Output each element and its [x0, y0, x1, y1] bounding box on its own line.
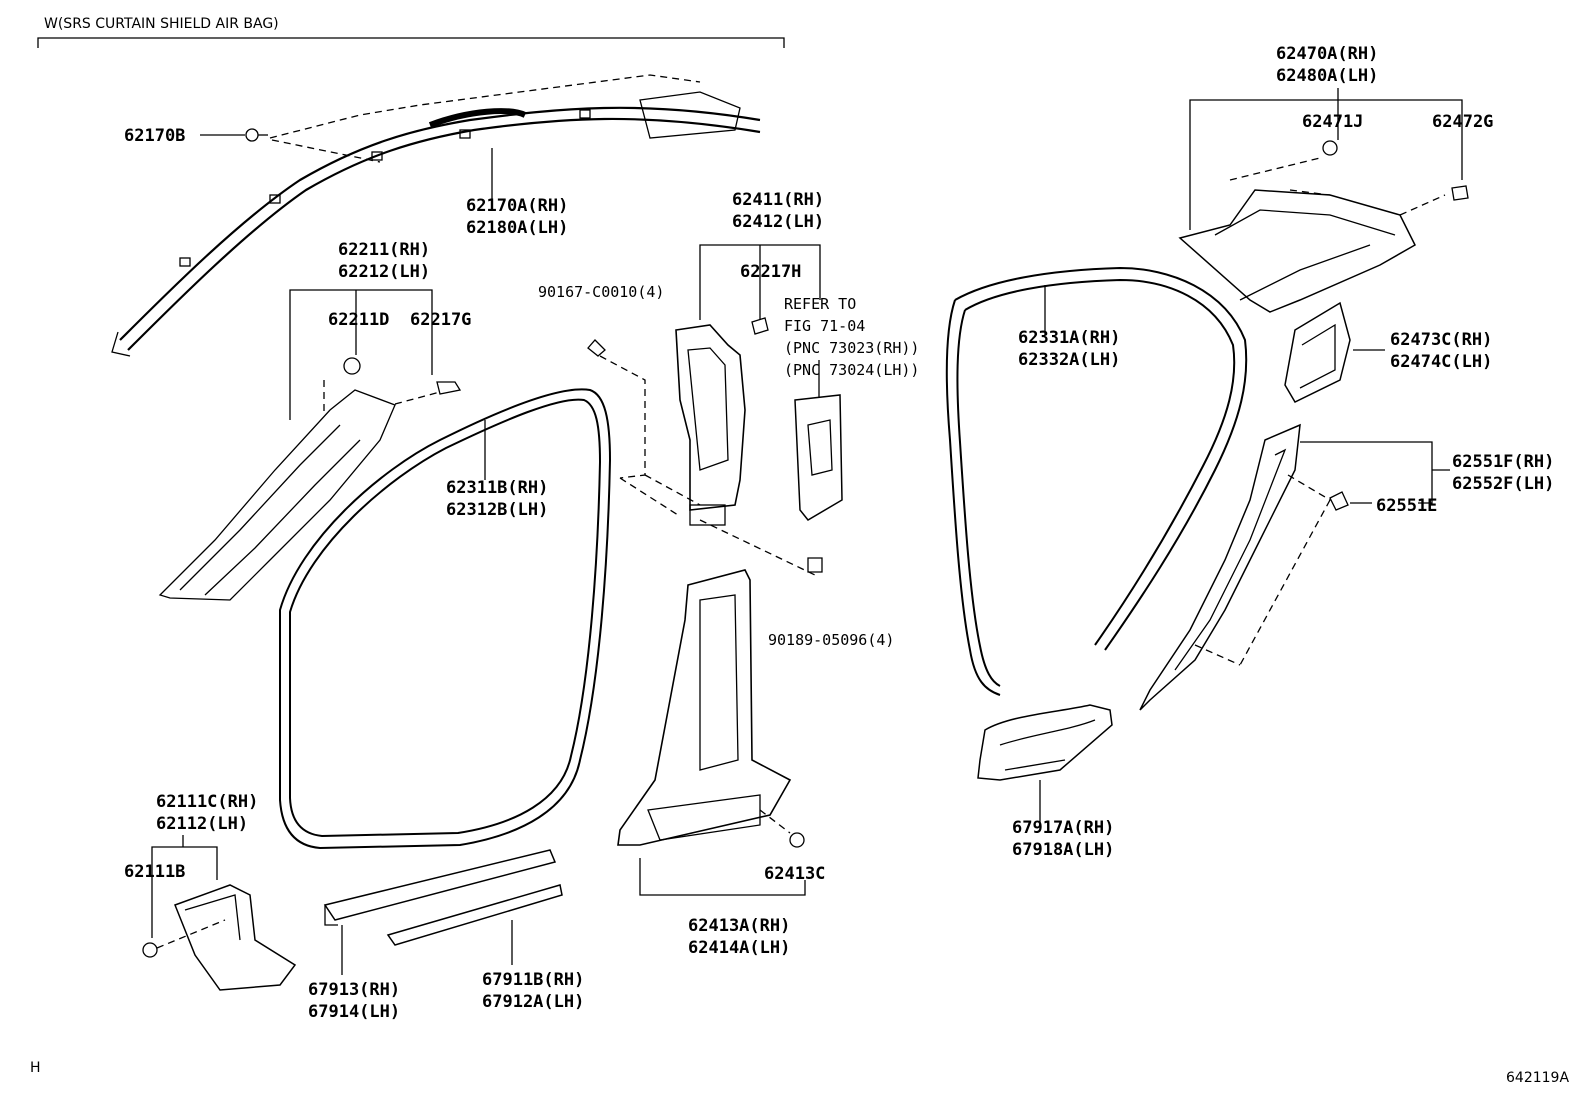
callout-62551E: 62551E: [1376, 496, 1438, 516]
callout-62474C: 62474C(LH): [1390, 352, 1493, 372]
curtain-airbag-part: [111, 91, 761, 357]
callout-67911B: 67911B(RH): [482, 970, 585, 990]
callout-62112: 62112(LH): [156, 814, 249, 834]
callout-62414A: 62414A(LH): [688, 938, 791, 958]
clip-62217G: [436, 381, 462, 395]
callout-62111B: 62111B: [124, 862, 186, 882]
callout-62480A: 62480A(LH): [1276, 66, 1379, 86]
callout-62217G: 62217G: [410, 310, 472, 330]
clip-62413C: [789, 832, 805, 848]
clip-62551E: [1329, 491, 1349, 511]
roof-side-garnish-part: [1178, 189, 1416, 313]
callout-62217H: 62217H: [740, 262, 802, 282]
callout-62551F: 62551F(RH): [1452, 452, 1555, 472]
callout-62413A: 62413A(RH): [688, 916, 791, 936]
callout-62472G: 62472G: [1432, 112, 1494, 132]
callout-67913: 67913(RH): [308, 980, 401, 1000]
scuff-plate-front: [323, 849, 557, 926]
callout-90167: 90167-C0010(4): [538, 283, 665, 301]
refer-note-line1: REFER TO: [784, 295, 857, 313]
refer-note-line3: (PNC 73023(RH)): [784, 339, 920, 357]
clip-62471J: [1322, 140, 1338, 156]
callout-62111C: 62111C(RH): [156, 792, 259, 812]
callout-62413C: 62413C: [764, 864, 826, 884]
callout-62311B: 62311B(RH): [446, 478, 549, 498]
clip-62472G: [1451, 185, 1469, 201]
clip-62111B: [142, 942, 158, 958]
clip-62211D: [343, 357, 361, 375]
callout-62211: 62211(RH): [338, 240, 431, 260]
header-condition: W(SRS CURTAIN SHIELD AIR BAG): [44, 16, 279, 32]
callout-62411: 62411(RH): [732, 190, 825, 210]
callout-62470A: 62470A(RH): [1276, 44, 1379, 64]
clip-90189: [807, 557, 823, 573]
quarter-scuff-plate-part: [977, 704, 1113, 781]
refer-note-line2: FIG 71-04: [784, 317, 866, 335]
callout-67918A: 67918A(LH): [1012, 840, 1115, 860]
callout-62331A: 62331A(RH): [1018, 328, 1121, 348]
b-pillar-lower-part: [617, 569, 792, 846]
clip-62217H: [751, 317, 769, 335]
clip-62170B: [245, 128, 268, 142]
quarter-trim-bracket-part: [1284, 301, 1351, 403]
callout-62211D: 62211D: [328, 310, 390, 330]
b-pillar-upper-part: [675, 324, 746, 526]
airbag-dashed-outline: [269, 74, 701, 139]
callout-62170B: 62170B: [124, 126, 186, 146]
figure-id: 642119A: [1506, 1070, 1570, 1086]
door-weatherstrip-rear: [945, 266, 1248, 696]
callout-62180A: 62180A(LH): [466, 218, 569, 238]
clip-90167: [587, 339, 606, 357]
cowl-side-trim-part: [174, 884, 297, 991]
header-bracket: [37, 37, 785, 48]
callout-67912A: 67912A(LH): [482, 992, 585, 1012]
callout-67914: 67914(LH): [308, 1002, 401, 1022]
callout-62312B: 62312B(LH): [446, 500, 549, 520]
callout-67917A: 67917A(RH): [1012, 818, 1115, 838]
callout-62332A: 62332A(LH): [1018, 350, 1121, 370]
callout-90189: 90189-05096(4): [768, 631, 895, 649]
callout-62552F: 62552F(LH): [1452, 474, 1555, 494]
scuff-plate-inner: [386, 884, 563, 946]
callout-62473C: 62473C(RH): [1390, 330, 1493, 350]
door-weatherstrip-front: [279, 388, 612, 850]
callout-62471J: 62471J: [1302, 112, 1364, 132]
a-pillar-garnish-part: [158, 389, 396, 601]
rear-quarter-trim-part: [1139, 423, 1301, 711]
refer-note-line4: (PNC 73024(LH)): [784, 361, 920, 379]
callout-62412: 62412(LH): [732, 212, 825, 232]
seatbelt-adjuster-part: [794, 394, 843, 521]
corner-mark: H: [30, 1060, 41, 1076]
callout-62170A: 62170A(RH): [466, 196, 569, 216]
callout-62212: 62212(LH): [338, 262, 431, 282]
